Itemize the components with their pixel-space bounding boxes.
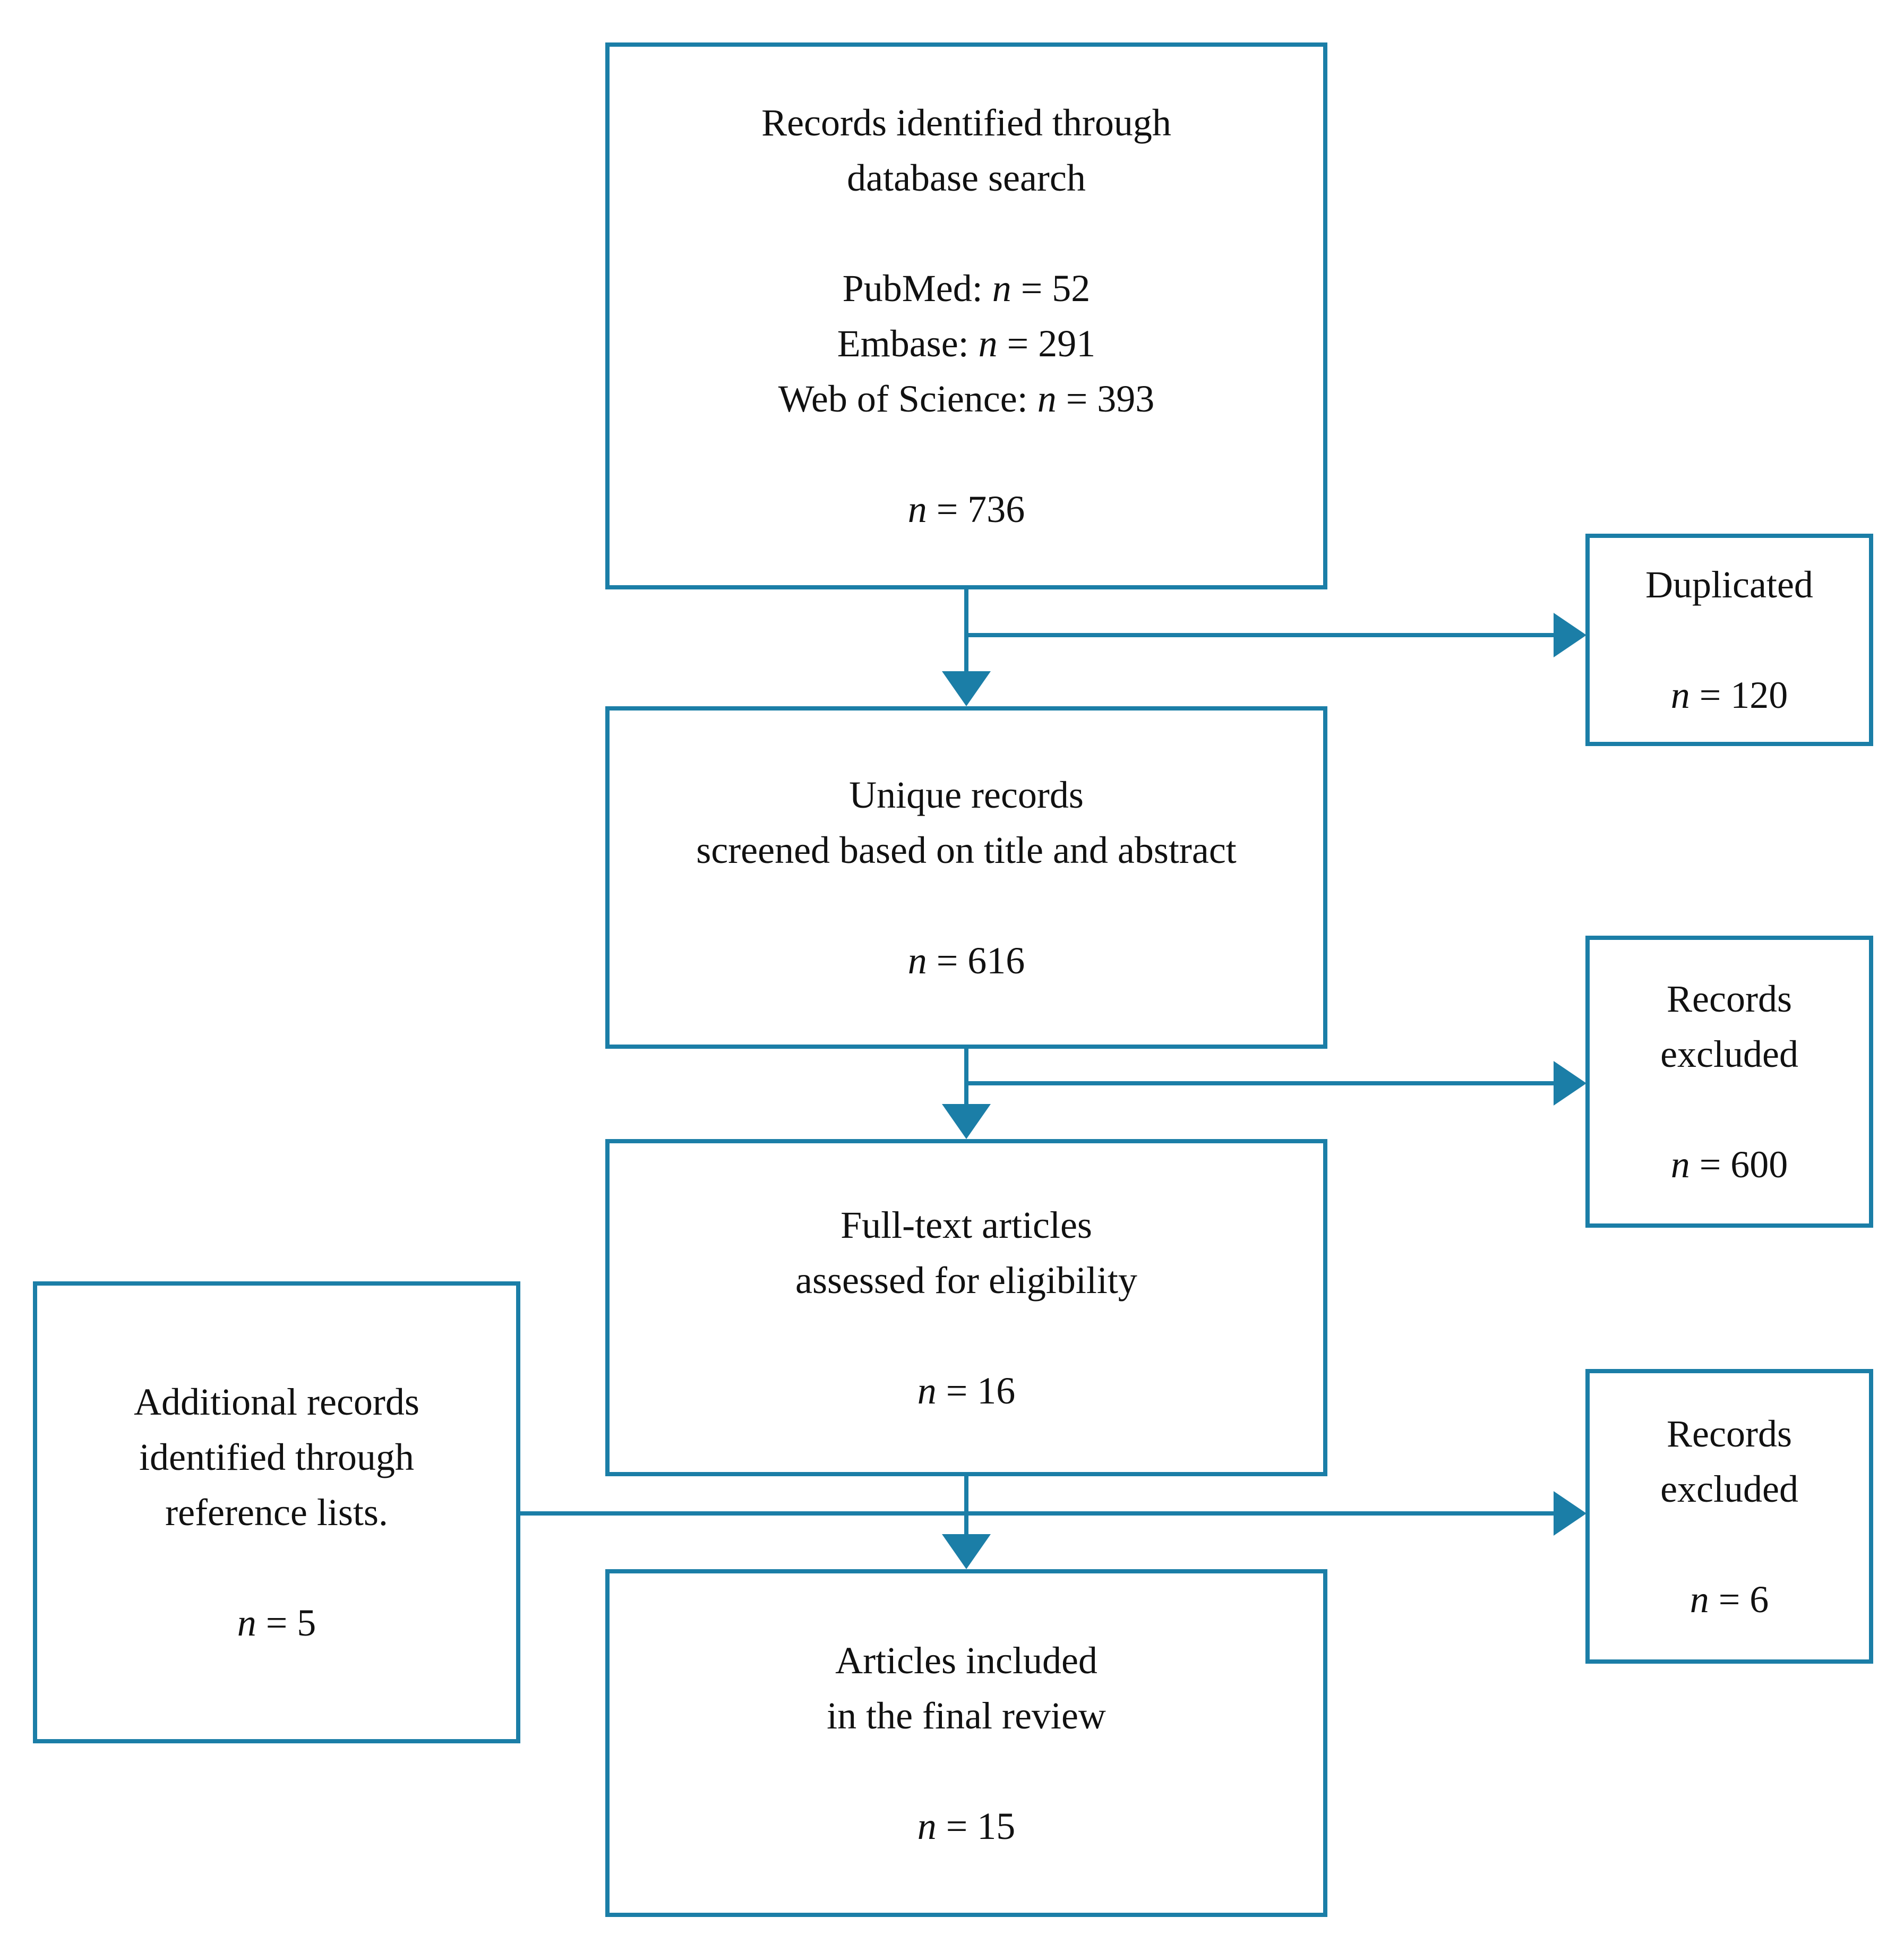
eligibility-line1: Full-text articles [840,1203,1092,1246]
flow-line-identification-to-duplicated [964,633,1557,637]
screening-count: n = 616 [907,939,1025,982]
arrowhead-identification-to-duplicated [1554,613,1586,657]
arrowhead-eligibility-to-included [942,1534,991,1569]
screening-box: Unique records screened based on title a… [605,706,1327,1049]
duplicated-box: Duplicated n = 120 [1585,534,1873,746]
excluded-eligibility-box: Records excluded n = 6 [1585,1369,1873,1664]
included-box: Articles included in the final review n … [605,1569,1327,1917]
excluded-screening-count: n = 600 [1670,1143,1788,1186]
excluded-eligibility-line2: excluded [1660,1467,1798,1510]
identification-source-embase: Embase: n = 291 [837,322,1096,365]
additional-line1: Additional records [134,1381,419,1423]
eligibility-box: Full-text articles assessed for eligibil… [605,1139,1327,1476]
identification-box: Records identified through database sear… [605,42,1327,589]
additional-line2: identified through [139,1436,414,1478]
identification-source-pubmed: PubMed: n = 52 [842,267,1091,310]
screening-line1: Unique records [849,773,1084,816]
screening-line2: screened based on title and abstract [696,828,1237,871]
arrowhead-screening-to-excluded [1554,1061,1586,1106]
excluded-eligibility-count: n = 6 [1689,1578,1769,1621]
additional-line3: reference lists. [165,1491,388,1534]
excluded-screening-line1: Records [1667,978,1792,1020]
identification-title-line1: Records identified through [761,101,1171,144]
flow-line-identification-to-screening [964,587,968,673]
eligibility-line2: assessed for eligibility [795,1259,1137,1302]
identification-count: n = 736 [907,488,1025,530]
flow-line-screening-to-excluded [964,1081,1557,1085]
included-line2: in the final review [827,1694,1106,1737]
duplicated-line1: Duplicated [1645,563,1813,606]
flow-line-screening-to-eligibility [964,1047,968,1106]
identification-source-wos: Web of Science: n = 393 [778,378,1155,420]
arrowhead-additional-to-excluded [1554,1491,1586,1536]
additional-count: n = 5 [237,1602,316,1644]
duplicated-count: n = 120 [1670,674,1788,716]
arrowhead-screening-to-eligibility [942,1104,991,1139]
excluded-eligibility-line1: Records [1667,1412,1792,1455]
additional-records-box: Additional records identified through re… [33,1281,520,1743]
flow-line-additional-to-excluded [520,1511,1557,1516]
arrowhead-identification-to-screening [942,671,991,706]
identification-title-line2: database search [847,157,1086,199]
excluded-screening-box: Records excluded n = 600 [1585,936,1873,1228]
eligibility-count: n = 16 [917,1369,1016,1412]
flow-line-eligibility-to-included [964,1474,968,1536]
excluded-screening-line2: excluded [1660,1033,1798,1075]
included-count: n = 15 [917,1804,1016,1847]
included-line1: Articles included [835,1639,1097,1682]
